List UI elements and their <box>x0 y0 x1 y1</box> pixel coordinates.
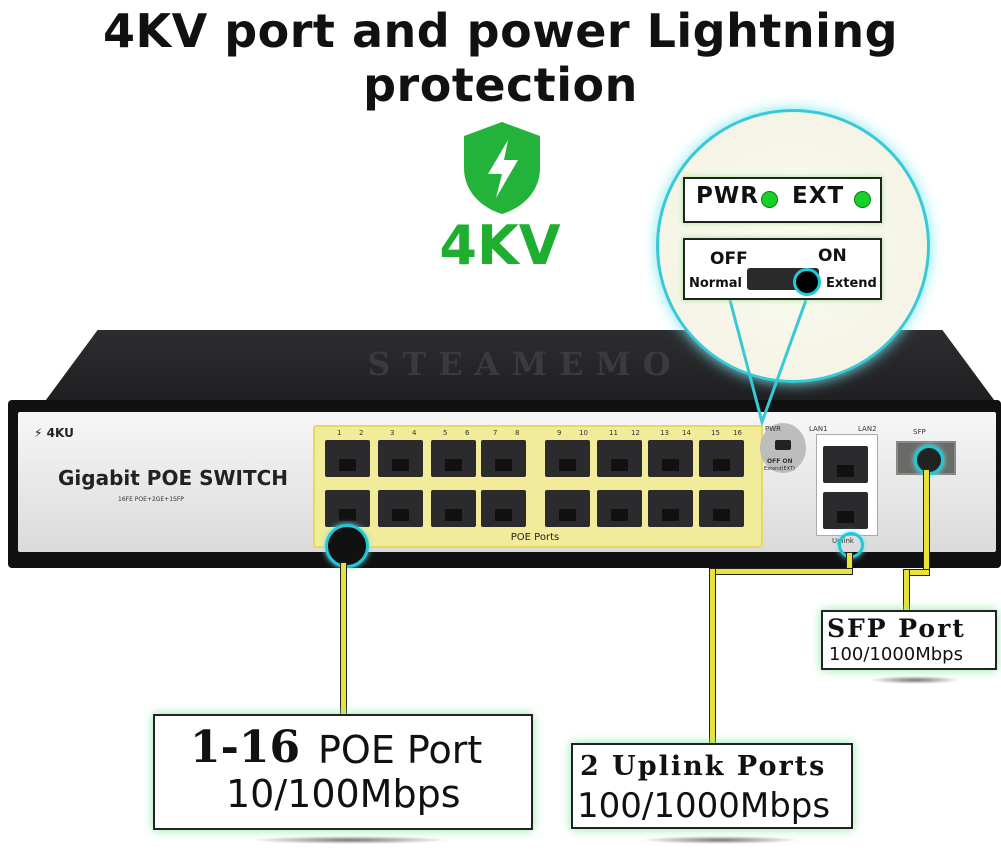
lan2-label: LAN2 <box>858 425 877 433</box>
uplink-connector-line-3 <box>709 568 716 746</box>
model-spec: 16FE POE+2GE+1SFP <box>118 496 184 503</box>
port-number: 9 <box>557 429 562 437</box>
port-number: 3 <box>390 429 395 437</box>
port-number: 6 <box>465 429 470 437</box>
model-name: Gigabit POE SWITCH <box>58 466 289 490</box>
poe-port <box>648 440 693 477</box>
lightning-shield-icon <box>464 122 540 214</box>
port-number: 8 <box>515 429 520 437</box>
poe-port <box>545 440 590 477</box>
poe-callout-speed: 10/100Mbps <box>226 772 461 816</box>
dip-small-label2: Extend(EXT) <box>764 466 795 472</box>
port-number: 12 <box>631 429 640 437</box>
lightning-badge: ⚡ 4KU <box>34 426 74 440</box>
protection-label: 4KV <box>439 214 561 277</box>
poe-port <box>431 440 476 477</box>
ext-label: EXT <box>792 183 845 209</box>
badge-text: 4KU <box>46 426 74 440</box>
poe-port <box>481 490 526 527</box>
poe-callout-title: POE Port <box>318 728 483 772</box>
uplink-callout-title: 2 Uplink Ports <box>580 751 827 782</box>
port-number: 2 <box>359 429 364 437</box>
poe-count: 1-16 <box>190 722 301 773</box>
led-indicator-box <box>683 177 882 223</box>
lightning-icon <box>488 140 518 198</box>
mode-toggle-knob <box>793 268 821 296</box>
poe-port <box>597 440 642 477</box>
pwr-small-label: PWR <box>765 425 782 433</box>
poe-port <box>378 490 423 527</box>
sfp-callout-shadow <box>870 676 960 684</box>
lightning-circle-icon: ⚡ <box>34 426 43 440</box>
dip-small-label: OFF ON <box>767 458 793 465</box>
normal-label: Normal <box>689 276 742 291</box>
port-number: 7 <box>493 429 498 437</box>
poe-port-ring <box>325 524 369 568</box>
poe-port <box>378 440 423 477</box>
brand-logo: STEAMEMO <box>367 345 683 383</box>
uplink-callout-speed: 100/1000Mbps <box>577 786 831 826</box>
uplink-callout <box>571 743 853 829</box>
uplink-callout-shadow <box>640 836 800 844</box>
poe-port <box>325 440 370 477</box>
dip-switch <box>775 440 791 450</box>
poe-connector-line <box>340 562 347 716</box>
on-label: ON <box>818 246 847 266</box>
port-number: 11 <box>609 429 618 437</box>
port-number: 1 <box>337 429 342 437</box>
port-number: 4 <box>412 429 417 437</box>
poe-port <box>648 490 693 527</box>
poe-port <box>597 490 642 527</box>
poe-port <box>481 440 526 477</box>
headline: 4KV port and power Lightning protection <box>102 4 899 112</box>
extend-label: Extend <box>826 276 877 291</box>
sfp-callout <box>821 610 997 670</box>
sfp-small-label: SFP <box>913 428 926 436</box>
poe-port <box>699 490 744 527</box>
sfp-connector-line-3 <box>903 569 910 615</box>
port-number: 14 <box>682 429 691 437</box>
pwr-label: PWR <box>696 183 759 209</box>
zoom-pointer <box>728 300 808 428</box>
pwr-led-icon <box>761 191 778 208</box>
poe-callout <box>153 714 533 830</box>
sfp-callout-title: SFP Port <box>827 614 966 643</box>
port-number: 13 <box>660 429 669 437</box>
poe-port <box>325 490 370 527</box>
sfp-callout-speed: 100/1000Mbps <box>829 644 963 665</box>
poe-port <box>545 490 590 527</box>
off-label: OFF <box>710 249 748 269</box>
poe-port <box>431 490 476 527</box>
port-number: 16 <box>733 429 742 437</box>
uplink-connector-line-2 <box>709 568 853 575</box>
lan1-label: LAN1 <box>809 425 828 433</box>
ext-led-icon <box>854 191 871 208</box>
sfp-connector-line-1 <box>923 469 930 575</box>
port-number: 10 <box>579 429 588 437</box>
port-number: 15 <box>711 429 720 437</box>
uplink-port-1 <box>823 446 868 483</box>
poe-ports-label: POE Ports <box>510 532 560 543</box>
uplink-port-2 <box>823 492 868 529</box>
port-number: 5 <box>443 429 448 437</box>
poe-port <box>699 440 744 477</box>
poe-callout-shadow <box>250 836 450 844</box>
